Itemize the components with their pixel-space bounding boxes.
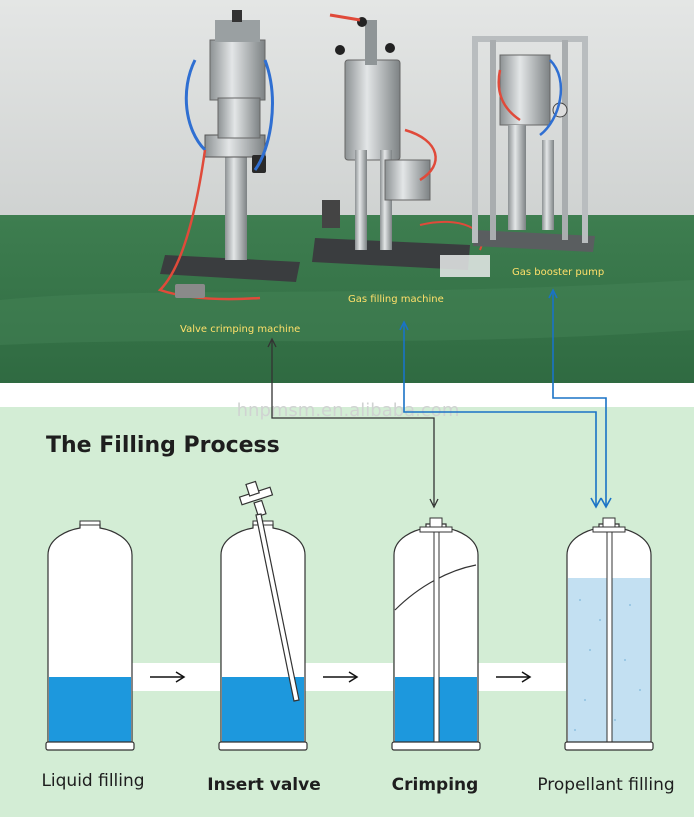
liquid-level [49, 677, 131, 742]
equipment-photo: Valve crimping machine Gas filling machi… [0, 0, 694, 385]
connector-crimping [267, 337, 439, 509]
step-label-propellant-filling: Propellant filling [537, 775, 674, 795]
photo-diagram-divider [0, 383, 694, 407]
connector-gas-booster [548, 288, 612, 509]
liquid-level [222, 677, 304, 742]
can-insert-valve [218, 480, 308, 751]
label-gas-filling: Gas filling machine [348, 294, 444, 305]
can-propellant-filling [564, 517, 654, 751]
label-valve-crimping: Valve crimping machine [180, 324, 300, 335]
propellant-dots [574, 599, 641, 731]
valve-assembly [238, 480, 300, 702]
process-arrow-1 [150, 671, 186, 683]
process-arrow-2 [323, 671, 359, 683]
gas-filling-machine [312, 13, 490, 277]
label-gas-booster: Gas booster pump [512, 267, 604, 278]
floor-reflection [0, 280, 694, 345]
valve-crimping-machine [157, 10, 300, 301]
can-crimping [391, 517, 481, 751]
step-label-insert-valve: Insert valve [207, 775, 321, 795]
step-label-liquid-filling: Liquid filling [41, 771, 144, 791]
step-label-crimping: Crimping [392, 775, 479, 795]
diagram-title: The Filling Process [46, 433, 280, 458]
connector-gas-filling [399, 320, 602, 509]
can-liquid-filling [45, 520, 135, 751]
process-arrow-3 [496, 671, 532, 683]
gas-booster-pump [472, 36, 595, 252]
